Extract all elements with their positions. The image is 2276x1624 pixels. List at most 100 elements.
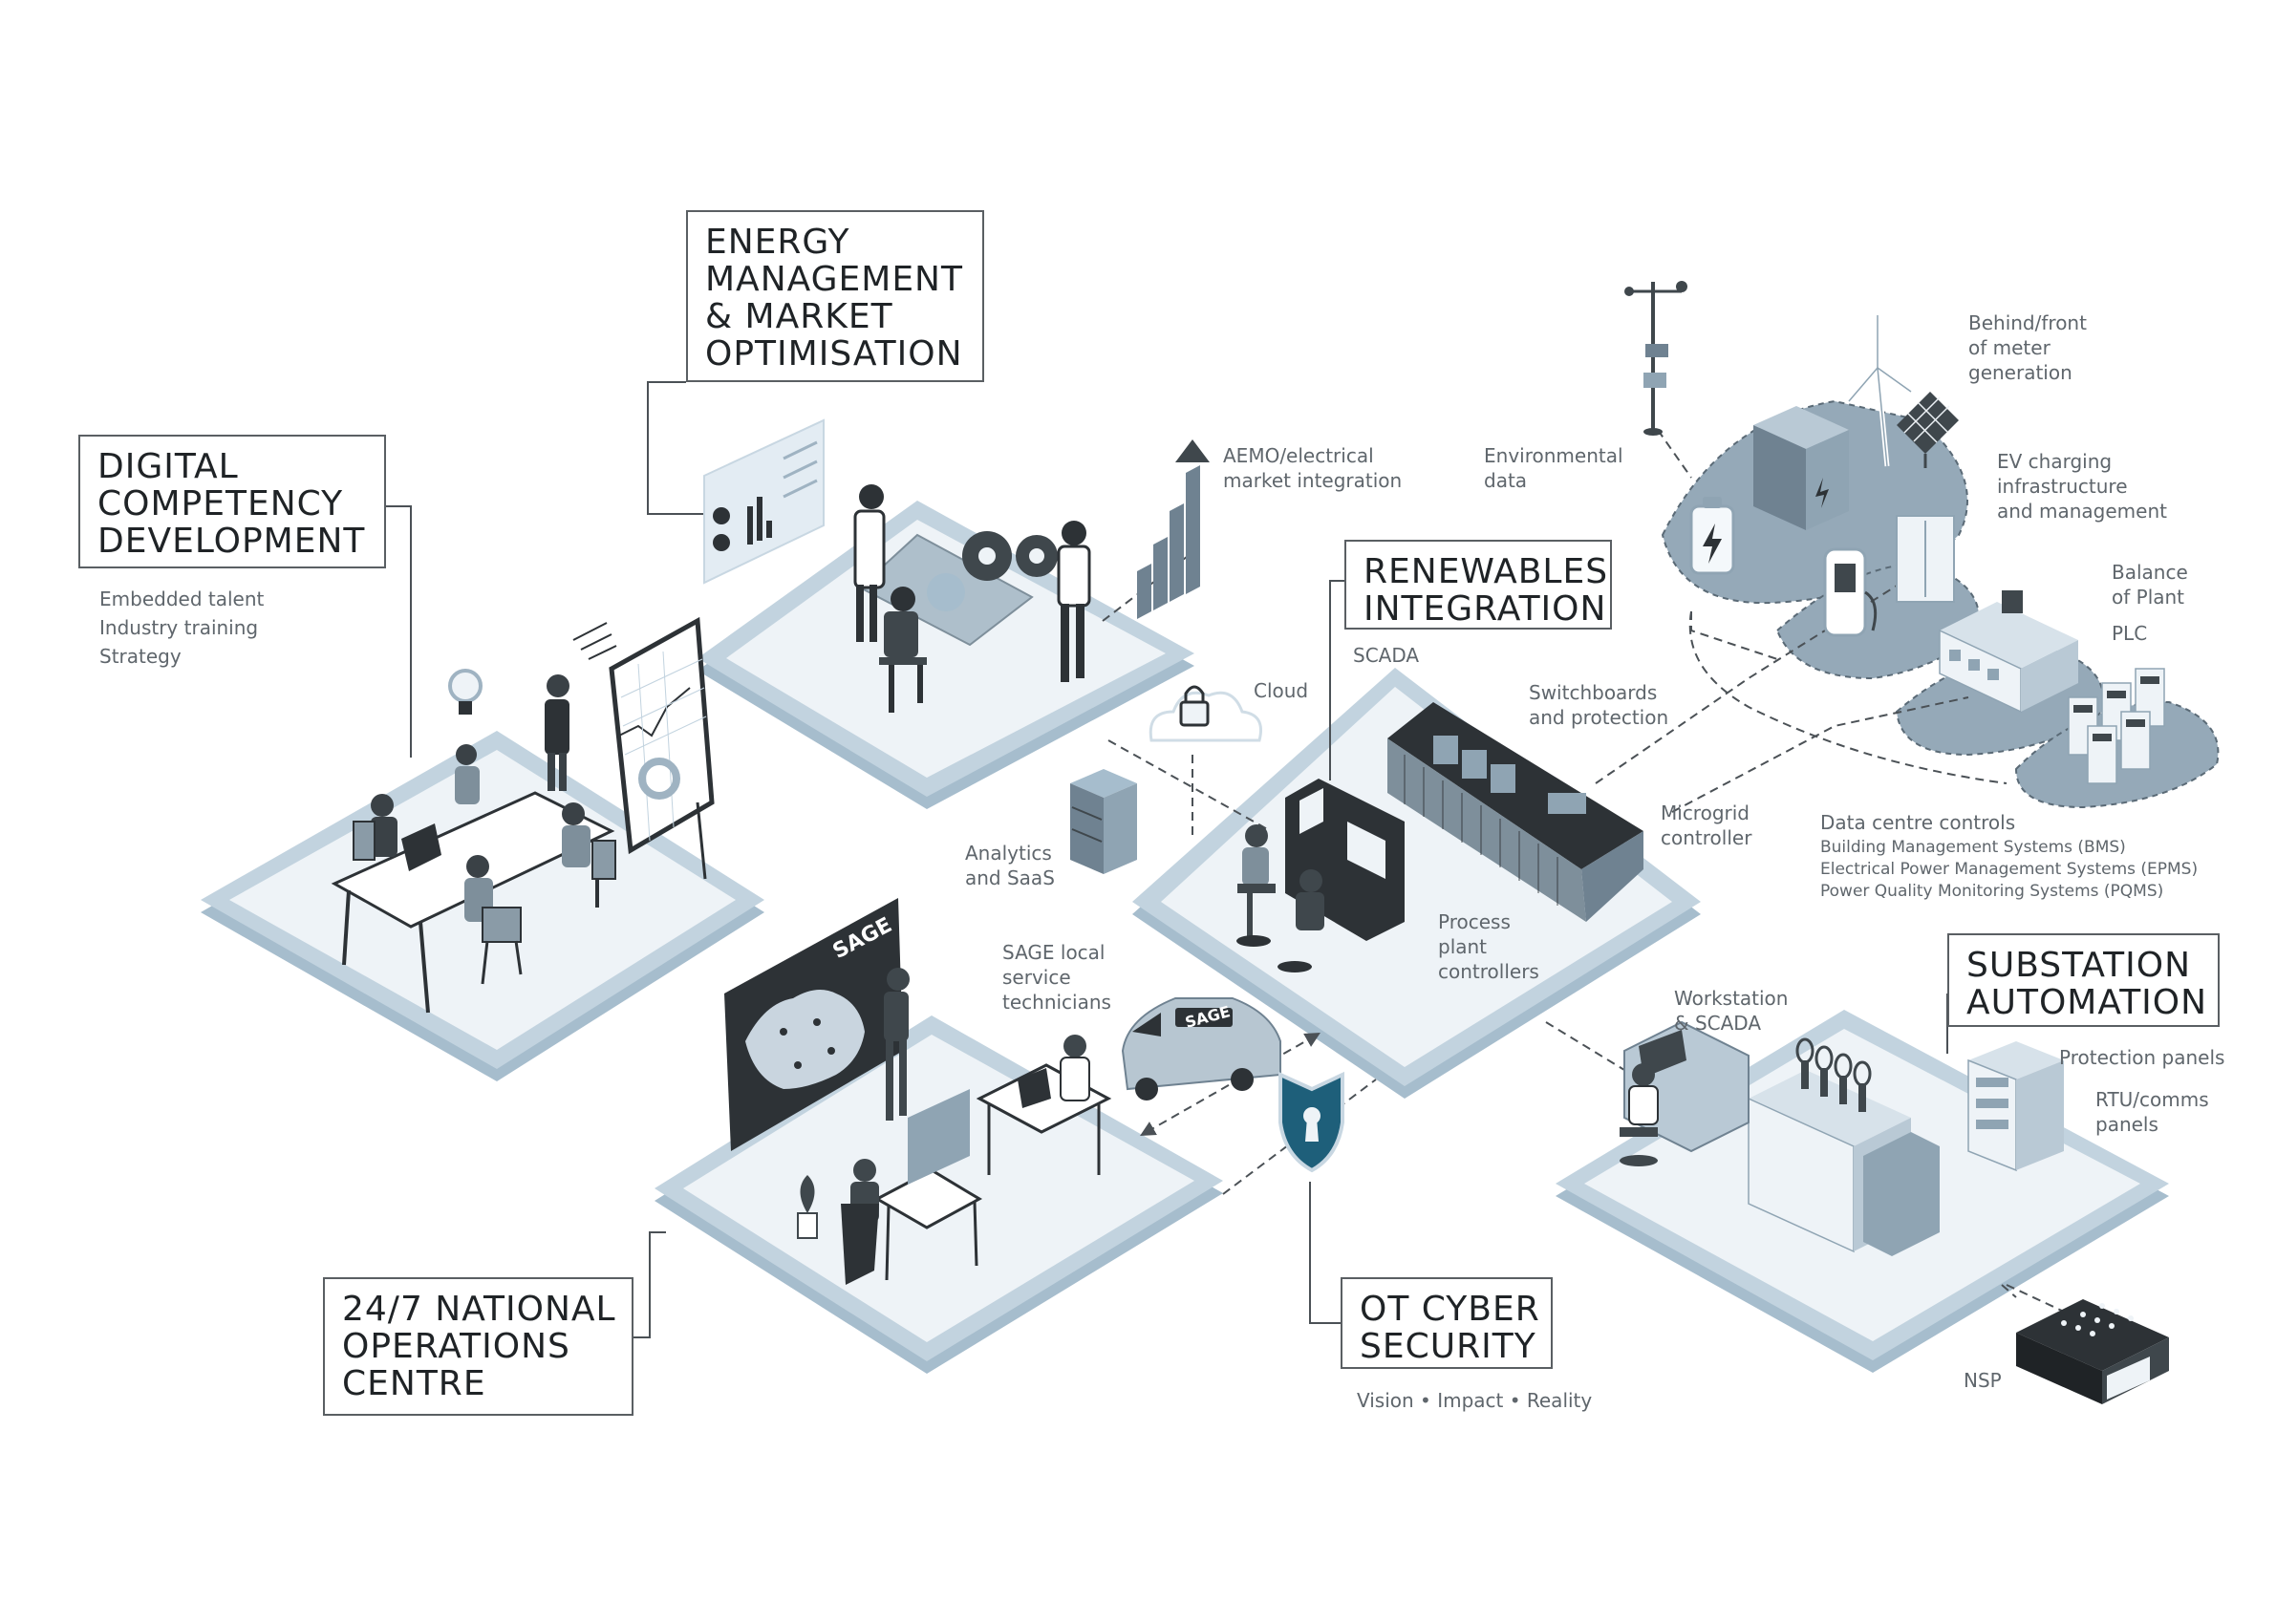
digital-items-list: Embedded talent Industry training Strate… bbox=[99, 585, 264, 671]
energy-scene bbox=[703, 418, 1210, 713]
title-line: OPERATIONS bbox=[342, 1327, 570, 1366]
battery-icon bbox=[1689, 497, 1735, 575]
plant-icon bbox=[797, 1175, 818, 1239]
label-line: of meter bbox=[1968, 336, 2051, 359]
title-national-operations: 24/7 NATIONAL OPERATIONS CENTRE bbox=[323, 1277, 633, 1416]
label-line: of Plant bbox=[2112, 586, 2185, 609]
label-scada: SCADA bbox=[1353, 644, 1420, 667]
label-line: panels bbox=[2095, 1113, 2158, 1136]
label-line: infrastructure bbox=[1997, 475, 2128, 498]
label-environmental-data: Environmental data bbox=[1484, 443, 1623, 493]
title-line: ENERGY bbox=[705, 223, 850, 262]
label-line: generation bbox=[1968, 361, 2072, 384]
title-line: DEVELOPMENT bbox=[97, 522, 366, 561]
label-microgrid: Microgrid controller bbox=[1661, 801, 1751, 850]
title-line: OT CYBER bbox=[1360, 1290, 1540, 1329]
label-nsp: NSP bbox=[1964, 1369, 2002, 1392]
label-line: Balance bbox=[2112, 561, 2188, 584]
label-rtu-panels: RTU/comms panels bbox=[2095, 1087, 2209, 1137]
label-behind-front-meter: Behind/front of meter generation bbox=[1968, 310, 2087, 385]
nsp-block bbox=[2016, 1299, 2169, 1404]
label-cloud: Cloud bbox=[1254, 679, 1309, 702]
title-line: MANAGEMENT bbox=[705, 260, 963, 299]
title-digital-competency: DIGITAL COMPETENCY DEVELOPMENT bbox=[78, 435, 386, 568]
title-ot-cyber-security: OT CYBER SECURITY bbox=[1341, 1277, 1553, 1369]
label-plc: PLC bbox=[2112, 622, 2148, 645]
label-sage-technicians: SAGE local service technicians bbox=[1002, 940, 1111, 1015]
digital-item: Strategy bbox=[99, 645, 182, 668]
label-line: Workstation bbox=[1674, 987, 1789, 1010]
dash-substation bbox=[1545, 1021, 1625, 1071]
title-energy-management: ENERGY MANAGEMENT & MARKET OPTIMISATION bbox=[686, 210, 984, 382]
label-analytics: Analytics and SaaS bbox=[965, 841, 1055, 890]
dash-van bbox=[1140, 1033, 1321, 1136]
title-line: SUBSTATION bbox=[1966, 946, 2192, 985]
sage-van bbox=[1121, 997, 1281, 1100]
solar-panel-icon bbox=[1897, 392, 1959, 468]
lightbulb-icon bbox=[448, 669, 483, 715]
balance-of-plant-building bbox=[1939, 590, 2078, 714]
label-aemo: AEMO/electrical market integration bbox=[1223, 443, 1402, 493]
label-line: Process bbox=[1438, 910, 1511, 933]
title-line: INTEGRATION bbox=[1363, 589, 1607, 629]
protection-panel-cabinets bbox=[1967, 1041, 2064, 1172]
leader-ot bbox=[1309, 1182, 1341, 1324]
leader-ops bbox=[633, 1231, 666, 1338]
title-substation-automation: SUBSTATION AUTOMATION bbox=[1947, 933, 2220, 1027]
label-line: service bbox=[1002, 966, 1071, 989]
leader-renewables bbox=[1329, 580, 1344, 780]
digital-scene bbox=[331, 616, 715, 1014]
ev-charger-icon bbox=[1823, 515, 1955, 637]
data-centre-items: Building Management Systems (BMS) Electr… bbox=[1820, 837, 2198, 903]
renewables-scene bbox=[1236, 702, 1643, 972]
title-line: 24/7 NATIONAL bbox=[342, 1290, 616, 1329]
label-line: controller bbox=[1661, 826, 1752, 849]
title-line: SECURITY bbox=[1360, 1327, 1536, 1366]
label-line: plant bbox=[1438, 935, 1488, 958]
label-line: Building Management Systems (BMS) bbox=[1820, 838, 2126, 857]
shield-keyhole-icon bbox=[1278, 1071, 1344, 1173]
label-line: and protection bbox=[1529, 706, 1669, 729]
title-line: CENTRE bbox=[342, 1364, 486, 1403]
label-line: Microgrid bbox=[1661, 801, 1750, 824]
wind-turbine-icon bbox=[1847, 315, 1913, 467]
label-switchboards: Switchboards and protection bbox=[1529, 680, 1668, 730]
title-line: OPTIMISATION bbox=[705, 334, 963, 374]
label-line: Behind/front bbox=[1968, 311, 2087, 334]
ot-tagline: Vision • Impact • Reality bbox=[1357, 1389, 1593, 1412]
label-ev-charging: EV charging infrastructure and managemen… bbox=[1997, 449, 2167, 524]
label-workstation-scada: Workstation & SCADA bbox=[1674, 986, 1788, 1036]
label-line: Power Quality Monitoring Systems (PQMS) bbox=[1820, 882, 2164, 901]
label-balance-of-plant: Balance of Plant bbox=[2112, 560, 2188, 609]
dash-ot bbox=[1222, 1079, 1377, 1195]
label-line: & SCADA bbox=[1674, 1012, 1762, 1035]
title-line: COMPETENCY bbox=[97, 484, 344, 524]
leader-energy bbox=[647, 381, 704, 515]
title-renewables-integration: RENEWABLES INTEGRATION bbox=[1344, 540, 1612, 630]
label-data-centre-title: Data centre controls bbox=[1820, 811, 2016, 834]
label-line: Analytics bbox=[965, 842, 1052, 865]
inverter-cabinets bbox=[1753, 406, 1849, 530]
title-line: RENEWABLES bbox=[1363, 552, 1609, 591]
bar-chart-icon bbox=[1137, 439, 1210, 619]
label-line: Electrical Power Management Systems (EPM… bbox=[1820, 860, 2199, 879]
label-line: Environmental bbox=[1484, 444, 1623, 467]
title-line: DIGITAL bbox=[97, 447, 239, 486]
label-protection-panels: Protection panels bbox=[2059, 1046, 2225, 1069]
label-line: data bbox=[1484, 469, 1528, 492]
data-centre-racks bbox=[2068, 668, 2165, 784]
digital-item: Industry training bbox=[99, 616, 259, 639]
label-line: SAGE local bbox=[1002, 941, 1106, 964]
label-line: Switchboards bbox=[1529, 681, 1658, 704]
label-line: AEMO/electrical bbox=[1223, 444, 1374, 467]
label-line: EV charging bbox=[1997, 450, 2113, 473]
label-line: and management bbox=[1997, 500, 2167, 523]
platform-energy bbox=[698, 501, 1194, 809]
title-line: AUTOMATION bbox=[1966, 983, 2208, 1022]
digital-item: Embedded talent bbox=[99, 588, 265, 610]
dash-cloud-controller bbox=[1107, 739, 1272, 832]
label-line: technicians bbox=[1002, 991, 1111, 1014]
label-line: market integration bbox=[1223, 469, 1403, 492]
